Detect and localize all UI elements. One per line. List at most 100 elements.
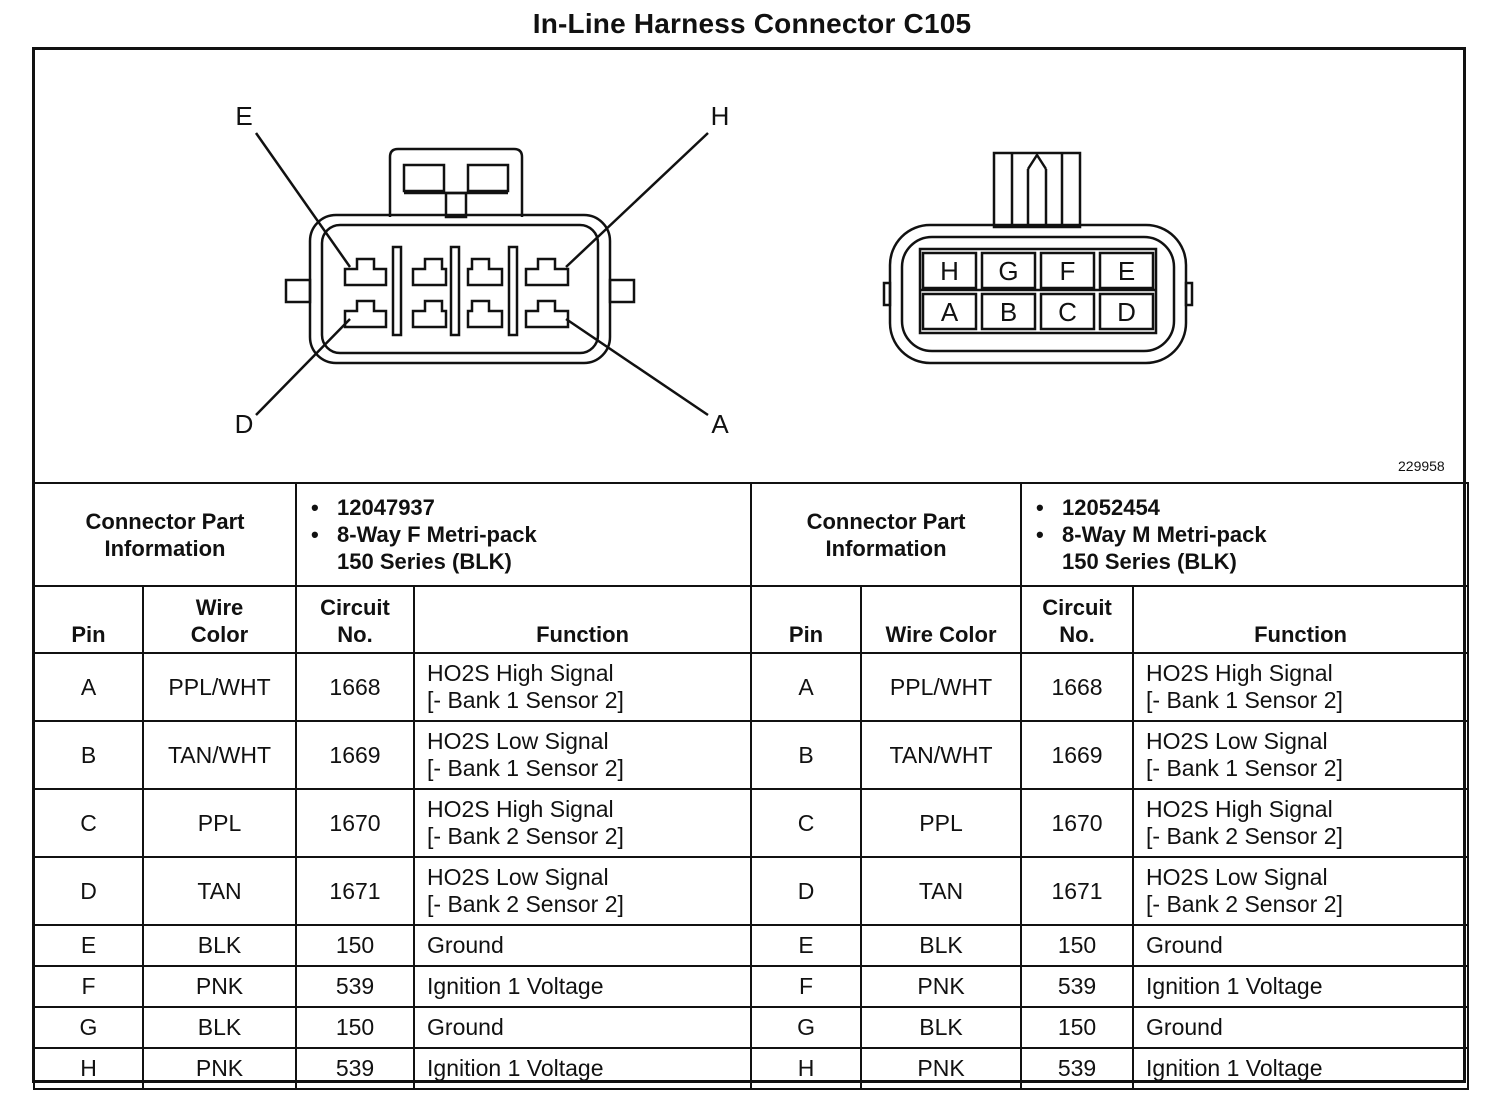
wire-color-cell: TAN/WHT: [860, 720, 1023, 790]
left-part-number: 12047937: [337, 495, 435, 520]
pin-cell: A: [750, 652, 863, 722]
function-line: Ignition 1 Voltage: [1146, 973, 1323, 999]
wire-color-cell: TAN: [860, 856, 1023, 926]
male-pin-label: C: [1058, 297, 1077, 327]
function-cell: HO2S High Signal[- Bank 2 Sensor 2]: [413, 788, 753, 858]
function-cell: Ground: [1132, 1006, 1470, 1049]
header-wire-color: Wire Color: [860, 585, 1023, 654]
header-pin: Pin: [33, 585, 144, 654]
pin-cell: G: [750, 1006, 863, 1049]
pin-cell: D: [33, 856, 144, 926]
male-pin-label: G: [998, 256, 1018, 286]
wire-color-cell: TAN: [141, 856, 298, 926]
function-line: Ignition 1 Voltage: [427, 1055, 604, 1081]
function-detail: [- Bank 1 Sensor 2]: [427, 755, 624, 781]
male-pin-cell: [980, 251, 1037, 290]
function-line: HO2S High Signal: [427, 660, 614, 686]
circuit-cell: 1670: [295, 788, 416, 858]
pin-cell: B: [33, 720, 144, 790]
circuit-cell: 150: [295, 924, 416, 967]
function-line: HO2S Low Signal: [1146, 864, 1328, 890]
circuit-cell: 539: [295, 1047, 416, 1090]
header-function: Function: [1132, 585, 1470, 654]
male-pin-cell: [1098, 292, 1155, 331]
function-cell: Ground: [413, 924, 753, 967]
function-detail: [- Bank 2 Sensor 2]: [1146, 823, 1343, 849]
circuit-cell: 1669: [295, 720, 416, 790]
header-function: Function: [413, 585, 753, 654]
pin-cell: E: [750, 924, 863, 967]
function-line: HO2S Low Signal: [427, 864, 609, 890]
male-pin-label: E: [1118, 256, 1135, 286]
pin-cell: G: [33, 1006, 144, 1049]
male-pin-label: F: [1060, 256, 1076, 286]
function-cell: HO2S Low Signal[- Bank 2 Sensor 2]: [413, 856, 753, 926]
function-line: HO2S High Signal: [1146, 660, 1333, 686]
function-cell: HO2S High Signal[- Bank 2 Sensor 2]: [1132, 788, 1470, 858]
function-line: HO2S High Signal: [427, 796, 614, 822]
circuit-cell: 539: [295, 965, 416, 1008]
function-cell: HO2S High Signal[- Bank 1 Sensor 2]: [1132, 652, 1470, 722]
pin-cell: F: [33, 965, 144, 1008]
callout-label: D: [235, 409, 254, 439]
function-cell: Ground: [413, 1006, 753, 1049]
circuit-cell: 1669: [1020, 720, 1135, 790]
circuit-cell: 1670: [1020, 788, 1135, 858]
wire-color-cell: BLK: [860, 924, 1023, 967]
male-pin-cell: [921, 292, 978, 331]
function-cell: HO2S Low Signal[- Bank 1 Sensor 2]: [1132, 720, 1470, 790]
function-line: Ground: [1146, 1014, 1223, 1040]
female-connector-drawing: [254, 132, 709, 417]
part-info-row: Connector Part Information •12047937 •8-…: [32, 482, 1470, 587]
wire-color-cell: PNK: [860, 1047, 1023, 1090]
function-cell: HO2S Low Signal[- Bank 1 Sensor 2]: [413, 720, 753, 790]
wire-color-cell: BLK: [141, 1006, 298, 1049]
wire-color-cell: BLK: [141, 924, 298, 967]
pinout-table: Connector Part Information •12047937 •8-…: [32, 482, 1470, 1090]
function-cell: Ignition 1 Voltage: [413, 1047, 753, 1090]
page-title: In-Line Harness Connector C105: [532, 8, 972, 39]
function-line: Ground: [1146, 932, 1223, 958]
male-pin-label: D: [1117, 297, 1136, 327]
function-detail: [- Bank 2 Sensor 2]: [427, 823, 624, 849]
left-part-info: •12047937 •8-Way F Metri-pack 150 Series…: [295, 482, 753, 587]
right-part-info: •12052454 •8-Way M Metri-pack 150 Series…: [1020, 482, 1470, 587]
right-desc-line2: 150 Series (BLK): [1062, 549, 1237, 574]
wire-color-cell: BLK: [860, 1006, 1023, 1049]
right-desc-line1: 8-Way M Metri-pack: [1062, 522, 1267, 547]
wire-color-cell: PPL: [860, 788, 1023, 858]
function-line: Ground: [427, 932, 504, 958]
wire-color-cell: PNK: [860, 965, 1023, 1008]
circuit-cell: 539: [1020, 965, 1135, 1008]
function-line: Ground: [427, 1014, 504, 1040]
header-pin: Pin: [750, 585, 863, 654]
function-detail: [- Bank 1 Sensor 2]: [1146, 687, 1343, 713]
function-line: Ignition 1 Voltage: [1146, 1055, 1323, 1081]
pin-cell: C: [750, 788, 863, 858]
circuit-cell: 150: [1020, 924, 1135, 967]
pin-cell: B: [750, 720, 863, 790]
left-desc-line1: 8-Way F Metri-pack: [337, 522, 537, 547]
right-part-number: 12052454: [1062, 495, 1160, 520]
male-pin-cell: [980, 292, 1037, 331]
circuit-cell: 150: [295, 1006, 416, 1049]
right-info-label: Connector Part Information: [750, 482, 1023, 587]
function-detail: [- Bank 1 Sensor 2]: [427, 687, 624, 713]
male-pin-cell: [921, 251, 978, 290]
circuit-cell: 539: [1020, 1047, 1135, 1090]
function-line: HO2S High Signal: [1146, 796, 1333, 822]
circuit-cell: 1671: [1020, 856, 1135, 926]
function-line: HO2S Low Signal: [1146, 728, 1328, 754]
pin-cell: H: [33, 1047, 144, 1090]
function-cell: HO2S High Signal[- Bank 1 Sensor 2]: [413, 652, 753, 722]
wire-color-cell: PNK: [141, 1047, 298, 1090]
